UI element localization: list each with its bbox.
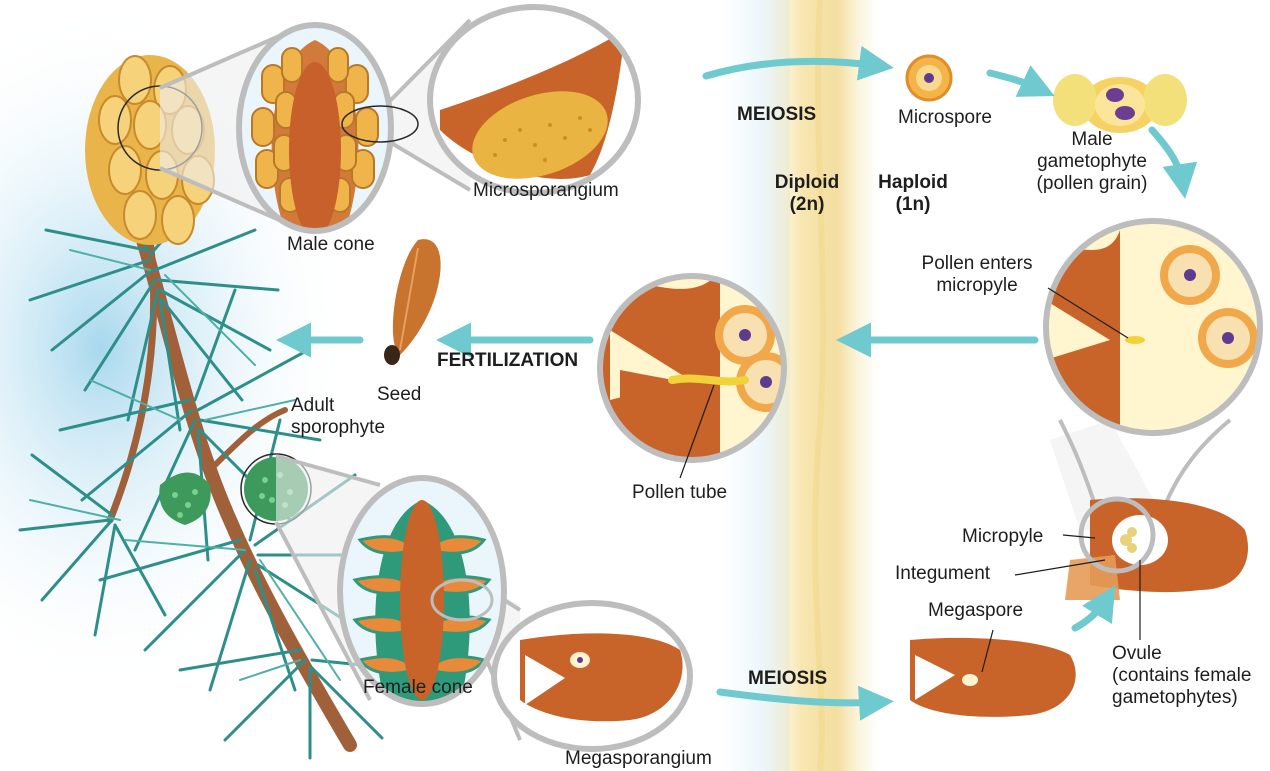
label-meiosis-bottom: MEIOSIS [748,668,827,690]
label-female-cone: Female cone [363,677,473,699]
label-male-cone: Male cone [287,234,375,256]
label-male-gametophyte: Male gametophyte (pollen grain) [1012,129,1172,195]
label-adult-sporophyte: Adult sporophyte [291,395,385,439]
label-fertilization: FERTILIZATION [437,350,578,372]
microsporangium-magnified [430,7,638,195]
label-pollen-enters-micropyle: Pollen enters micropyle [907,253,1047,297]
label-megasporangium: Megasporangium [565,748,712,770]
label-microspore: Microspore [898,107,992,129]
megasporangium-magnified [494,603,690,749]
label-meiosis-top: MEIOSIS [737,104,816,126]
pollen-grain-icon [1053,74,1187,133]
label-pollen-tube: Pollen tube [632,482,727,504]
label-microsporangium: Microsporangium [473,180,619,202]
female-cone-magnified [340,478,504,705]
microspore-cell-icon [907,56,951,100]
label-diploid: Diploid (2n) [757,172,857,216]
label-micropyle: Micropyle [962,526,1043,548]
label-haploid: Haploid (1n) [863,172,963,216]
label-ovule: Ovule (contains female gametophytes) [1112,643,1251,709]
label-integument: Integument [895,563,990,585]
label-megaspore: Megaspore [928,600,1023,622]
pollination-magnified [1040,221,1260,433]
